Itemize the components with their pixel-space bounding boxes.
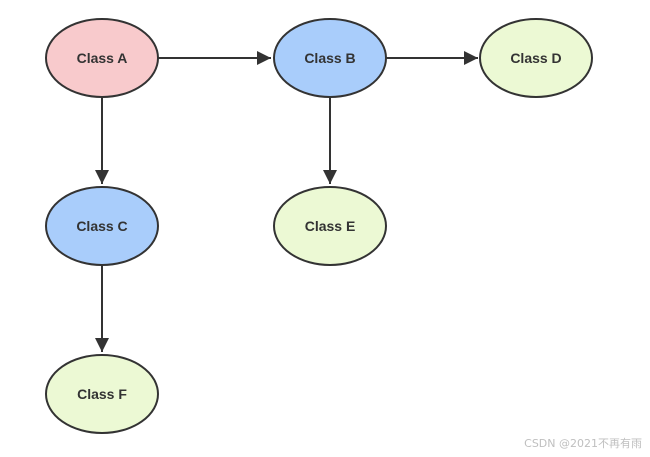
node-class-b-label: Class B bbox=[304, 50, 355, 66]
node-class-a-label: Class A bbox=[77, 50, 128, 66]
node-class-a-shape bbox=[45, 18, 159, 98]
node-class-b: Class B bbox=[273, 18, 387, 98]
node-class-f-label: Class F bbox=[77, 386, 127, 402]
node-class-e: Class E bbox=[273, 186, 387, 266]
node-class-e-shape bbox=[273, 186, 387, 266]
node-class-e-label: Class E bbox=[305, 218, 356, 234]
node-class-b-shape bbox=[273, 18, 387, 98]
node-class-a: Class A bbox=[45, 18, 159, 98]
node-class-d-label: Class D bbox=[510, 50, 561, 66]
edges bbox=[95, 51, 478, 352]
node-class-f-shape bbox=[45, 354, 159, 434]
node-class-c-shape bbox=[45, 186, 159, 266]
node-class-d: Class D bbox=[479, 18, 593, 98]
node-class-d-shape bbox=[479, 18, 593, 98]
node-class-c-label: Class C bbox=[76, 218, 127, 234]
node-class-f: Class F bbox=[45, 354, 159, 434]
watermark: CSDN @2021不再有雨 bbox=[524, 437, 642, 450]
node-class-c: Class C bbox=[45, 186, 159, 266]
